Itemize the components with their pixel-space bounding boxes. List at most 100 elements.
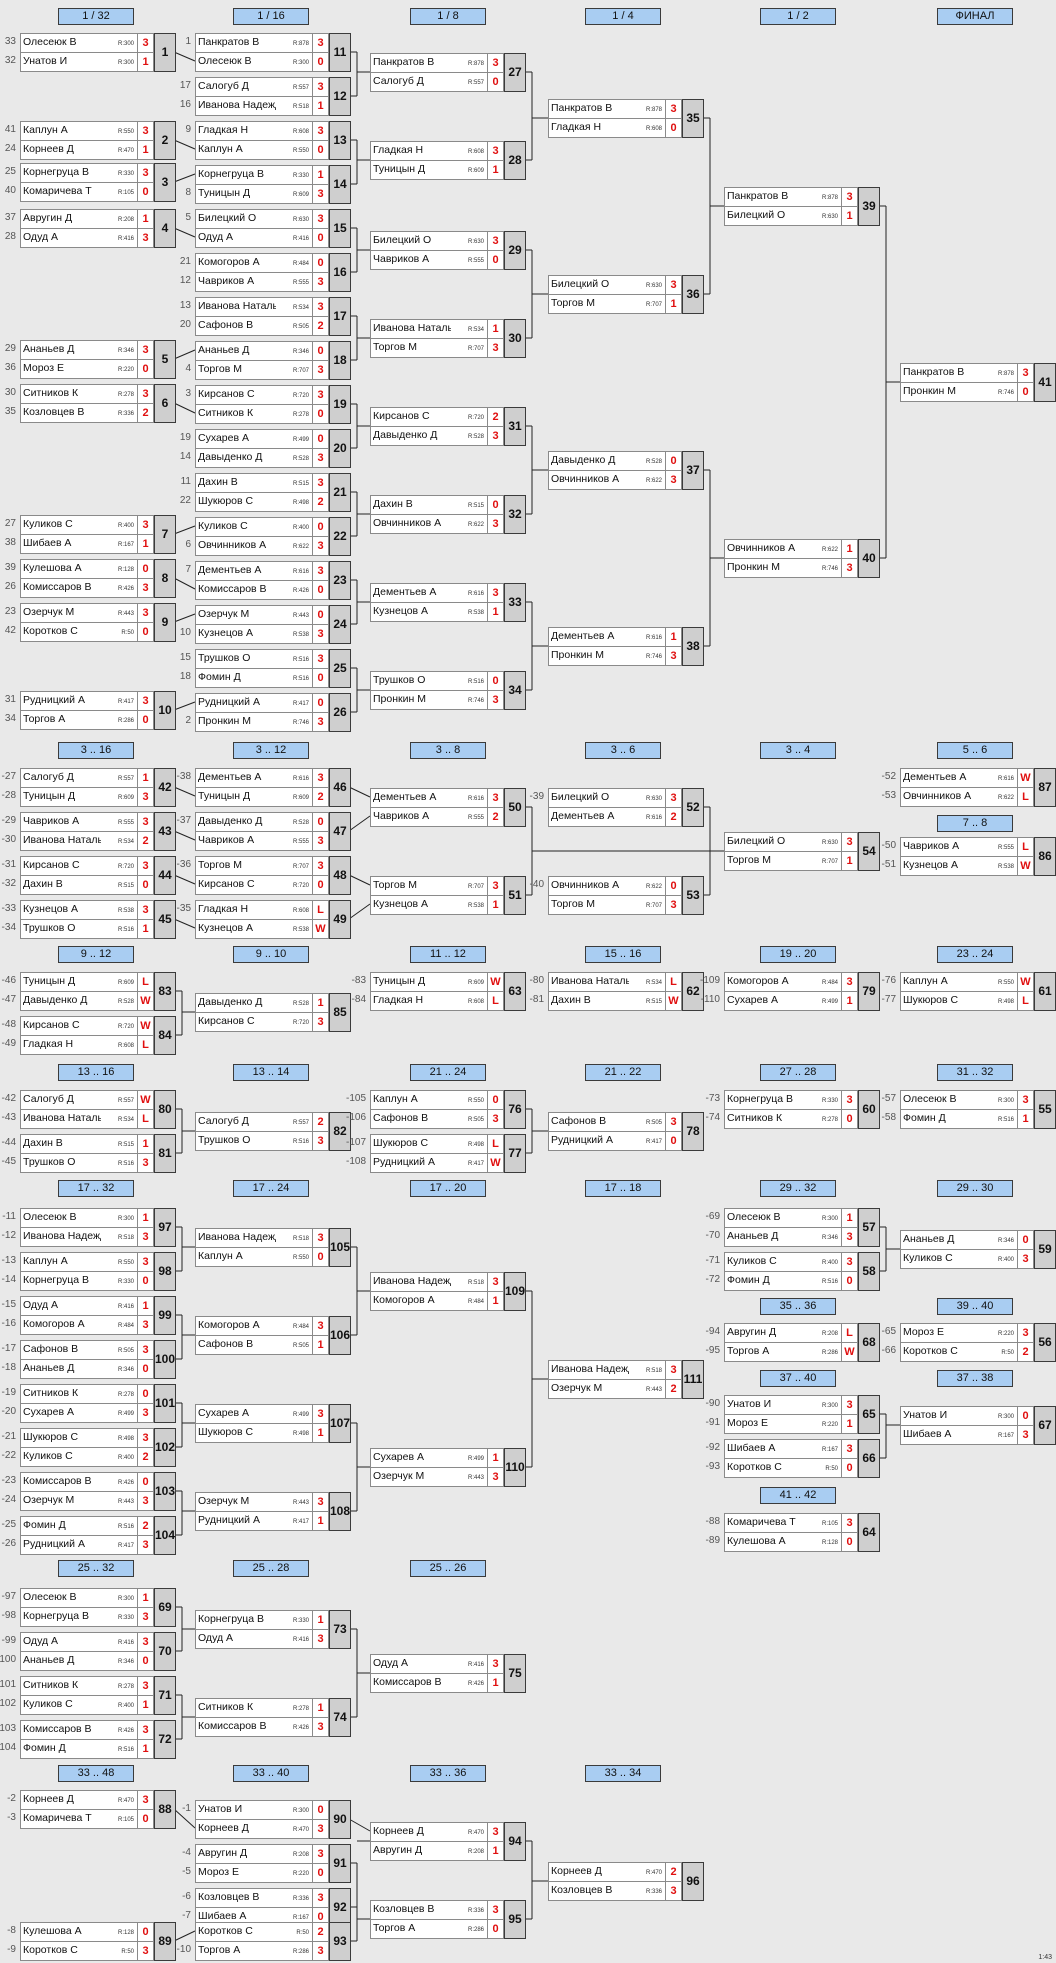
player-row[interactable]: Козловцев ВR:336 <box>370 1900 488 1920</box>
player-row[interactable]: Пронкин МR:746 <box>370 690 488 710</box>
player-row[interactable]: Салогуб ДR:557 <box>370 72 488 92</box>
match-39[interactable]: Панкратов ВR:8783Билецкий ОR:630139 <box>724 187 880 226</box>
match-107[interactable]: Сухарев АR:4993Шукюров СR:4981107 <box>195 1404 351 1443</box>
match-55[interactable]: Олесеюк ВR:3003Фомин ДR:516155 <box>900 1090 1056 1129</box>
player-row[interactable]: Торгов МR:707 <box>724 851 842 871</box>
match-87[interactable]: Дементьев АR:616WОвчинников АR:622L87 <box>900 768 1056 807</box>
match-72[interactable]: Комиссаров ВR:4263Фомин ДR:516172 <box>20 1720 176 1759</box>
player-row[interactable]: Сафонов ВR:505 <box>20 1340 138 1360</box>
player-row[interactable]: Козловцев ВR:336 <box>20 403 138 423</box>
player-row[interactable]: Кузнецов АR:538 <box>20 900 138 920</box>
player-row[interactable]: Панкратов ВR:878 <box>900 363 1018 383</box>
player-row[interactable]: Корнеев ДR:470 <box>20 1790 138 1810</box>
player-row[interactable]: Кирсанов СR:720 <box>370 407 488 427</box>
match-5[interactable]: Ананьев ДR:3463Мороз ЕR:22005 <box>20 340 176 379</box>
player-row[interactable]: Чавриков АR:555 <box>195 831 313 851</box>
player-row[interactable]: Комогоров АR:484 <box>195 1316 313 1336</box>
player-row[interactable]: Авругин ДR:208 <box>724 1323 842 1343</box>
player-row[interactable]: Комаричева ТR:105 <box>20 182 138 202</box>
player-row[interactable]: Рудницкий АR:417 <box>20 691 138 711</box>
player-row[interactable]: Гладкая НR:608 <box>370 991 488 1011</box>
player-row[interactable]: Корнеев ДR:470 <box>370 1822 488 1842</box>
player-row[interactable]: Дементьев АR:616 <box>900 768 1018 788</box>
match-4[interactable]: Авругин ДR:2081Одуд АR:41634 <box>20 209 176 248</box>
match-46[interactable]: Дементьев АR:6163Туницын ДR:609246 <box>195 768 351 807</box>
player-row[interactable]: Каплун АR:550 <box>195 140 313 160</box>
match-84[interactable]: Кирсанов СR:720WГладкая НR:608L84 <box>20 1016 176 1055</box>
match-30[interactable]: Иванова НатальяR:5341Торгов МR:707330 <box>370 319 526 358</box>
match-21[interactable]: Дахин ВR:5153Шукюров СR:498221 <box>195 473 351 512</box>
player-row[interactable]: Давыденко ДR:528 <box>370 426 488 446</box>
player-row[interactable]: Озерчук МR:443 <box>370 1467 488 1487</box>
player-row[interactable]: Дахин ВR:515 <box>20 1134 138 1154</box>
player-row[interactable]: Дементьев АR:616 <box>195 768 313 788</box>
match-11[interactable]: Панкратов ВR:8783Олесеюк ВR:300011 <box>195 33 351 72</box>
player-row[interactable]: Туницын ДR:609 <box>195 787 313 807</box>
player-row[interactable]: Комиссаров ВR:426 <box>370 1673 488 1693</box>
player-row[interactable]: Дахин ВR:515 <box>370 495 488 515</box>
match-33[interactable]: Дементьев АR:6163Кузнецов АR:538133 <box>370 583 526 622</box>
player-row[interactable]: Дахин ВR:515 <box>195 473 313 493</box>
player-row[interactable]: Кулешова АR:128 <box>724 1532 842 1552</box>
match-44[interactable]: Кирсанов СR:7203Дахин ВR:515044 <box>20 856 176 895</box>
match-63[interactable]: Туницын ДR:609WГладкая НR:608L63 <box>370 972 526 1011</box>
player-row[interactable]: Салогуб ДR:557 <box>20 768 138 788</box>
match-38[interactable]: Дементьев АR:6161Пронкин МR:746338 <box>548 627 704 666</box>
player-row[interactable]: Панкратов ВR:878 <box>370 53 488 73</box>
player-row[interactable]: Трушков ОR:516 <box>195 649 313 669</box>
player-row[interactable]: Олесеюк ВR:300 <box>195 52 313 72</box>
player-row[interactable]: Коротков СR:50 <box>20 1941 138 1961</box>
player-row[interactable]: Шибаев АR:167 <box>900 1425 1018 1445</box>
player-row[interactable]: Салогуб ДR:557 <box>195 77 313 97</box>
player-row[interactable]: Овчинников АR:622 <box>195 536 313 556</box>
player-row[interactable]: Торгов МR:707 <box>195 856 313 876</box>
player-row[interactable]: Чавриков АR:555 <box>370 807 488 827</box>
match-76[interactable]: Каплун АR:5500Сафонов ВR:505376 <box>370 1090 526 1129</box>
match-105[interactable]: Иванова НадеждаR:5183Каплун АR:5500105 <box>195 1228 351 1267</box>
player-row[interactable]: Салогуб ДR:557 <box>195 1112 313 1132</box>
player-row[interactable]: Пронкин МR:746 <box>195 712 313 732</box>
player-row[interactable]: Трушков ОR:516 <box>195 1131 313 1151</box>
match-80[interactable]: Салогуб ДR:557WИванова НатальяR:534L80 <box>20 1090 176 1129</box>
player-row[interactable]: Туницын ДR:609 <box>20 972 138 992</box>
player-row[interactable]: Пронкин МR:746 <box>548 646 666 666</box>
match-98[interactable]: Каплун АR:5503Корнегруца ВR:330098 <box>20 1252 176 1291</box>
player-row[interactable]: Озерчук МR:443 <box>20 1491 138 1511</box>
match-67[interactable]: Унатов ИR:3000Шибаев АR:167367 <box>900 1406 1056 1445</box>
player-row[interactable]: Торгов АR:286 <box>195 1941 313 1961</box>
match-61[interactable]: Каплун АR:550WШукюров СR:498L61 <box>900 972 1056 1011</box>
player-row[interactable]: Сафонов ВR:505 <box>370 1109 488 1129</box>
match-50[interactable]: Дементьев АR:6163Чавриков АR:555250 <box>370 788 526 827</box>
player-row[interactable]: Сафонов ВR:505 <box>195 316 313 336</box>
match-86[interactable]: Чавриков АR:555LКузнецов АR:538W86 <box>900 837 1056 876</box>
player-row[interactable]: Фомин ДR:516 <box>724 1271 842 1291</box>
player-row[interactable]: Фомин ДR:516 <box>900 1109 1018 1129</box>
match-100[interactable]: Сафонов ВR:5053Ананьев ДR:3460100 <box>20 1340 176 1379</box>
player-row[interactable]: Рудницкий АR:417 <box>195 1511 313 1531</box>
player-row[interactable]: Фомин ДR:516 <box>20 1739 138 1759</box>
player-row[interactable]: Коротков СR:50 <box>195 1922 313 1942</box>
match-19[interactable]: Кирсанов СR:7203Ситников КR:278019 <box>195 385 351 424</box>
player-row[interactable]: Олесеюк ВR:300 <box>724 1208 842 1228</box>
match-31[interactable]: Кирсанов СR:7202Давыденко ДR:528331 <box>370 407 526 446</box>
player-row[interactable]: Сухарев АR:499 <box>724 991 842 1011</box>
match-78[interactable]: Сафонов ВR:5053Рудницкий АR:417078 <box>548 1112 704 1151</box>
match-83[interactable]: Туницын ДR:609LДавыденко ДR:528W83 <box>20 972 176 1011</box>
player-row[interactable]: Комиссаров ВR:426 <box>20 1472 138 1492</box>
player-row[interactable]: Торгов АR:286 <box>724 1342 842 1362</box>
player-row[interactable]: Сухарев АR:499 <box>195 429 313 449</box>
match-29[interactable]: Билецкий ОR:6303Чавриков АR:555029 <box>370 231 526 270</box>
player-row[interactable]: Ситников КR:278 <box>195 404 313 424</box>
player-row[interactable]: Кузнецов АR:538 <box>900 856 1018 876</box>
player-row[interactable]: Корнегруца ВR:330 <box>20 163 138 183</box>
player-row[interactable]: Козловцев ВR:336 <box>195 1888 313 1908</box>
player-row[interactable]: Корнегруца ВR:330 <box>195 165 313 185</box>
player-row[interactable]: Комиссаров ВR:426 <box>195 1717 313 1737</box>
player-row[interactable]: Гладкая НR:608 <box>195 121 313 141</box>
match-110[interactable]: Сухарев АR:4991Озерчук МR:4433110 <box>370 1448 526 1487</box>
player-row[interactable]: Кирсанов СR:720 <box>20 856 138 876</box>
match-96[interactable]: Корнеев ДR:4702Козловцев ВR:336396 <box>548 1862 704 1901</box>
match-95[interactable]: Козловцев ВR:3363Торгов АR:286095 <box>370 1900 526 1939</box>
player-row[interactable]: Куликов СR:400 <box>20 1447 138 1467</box>
player-row[interactable]: Кузнецов АR:538 <box>195 624 313 644</box>
